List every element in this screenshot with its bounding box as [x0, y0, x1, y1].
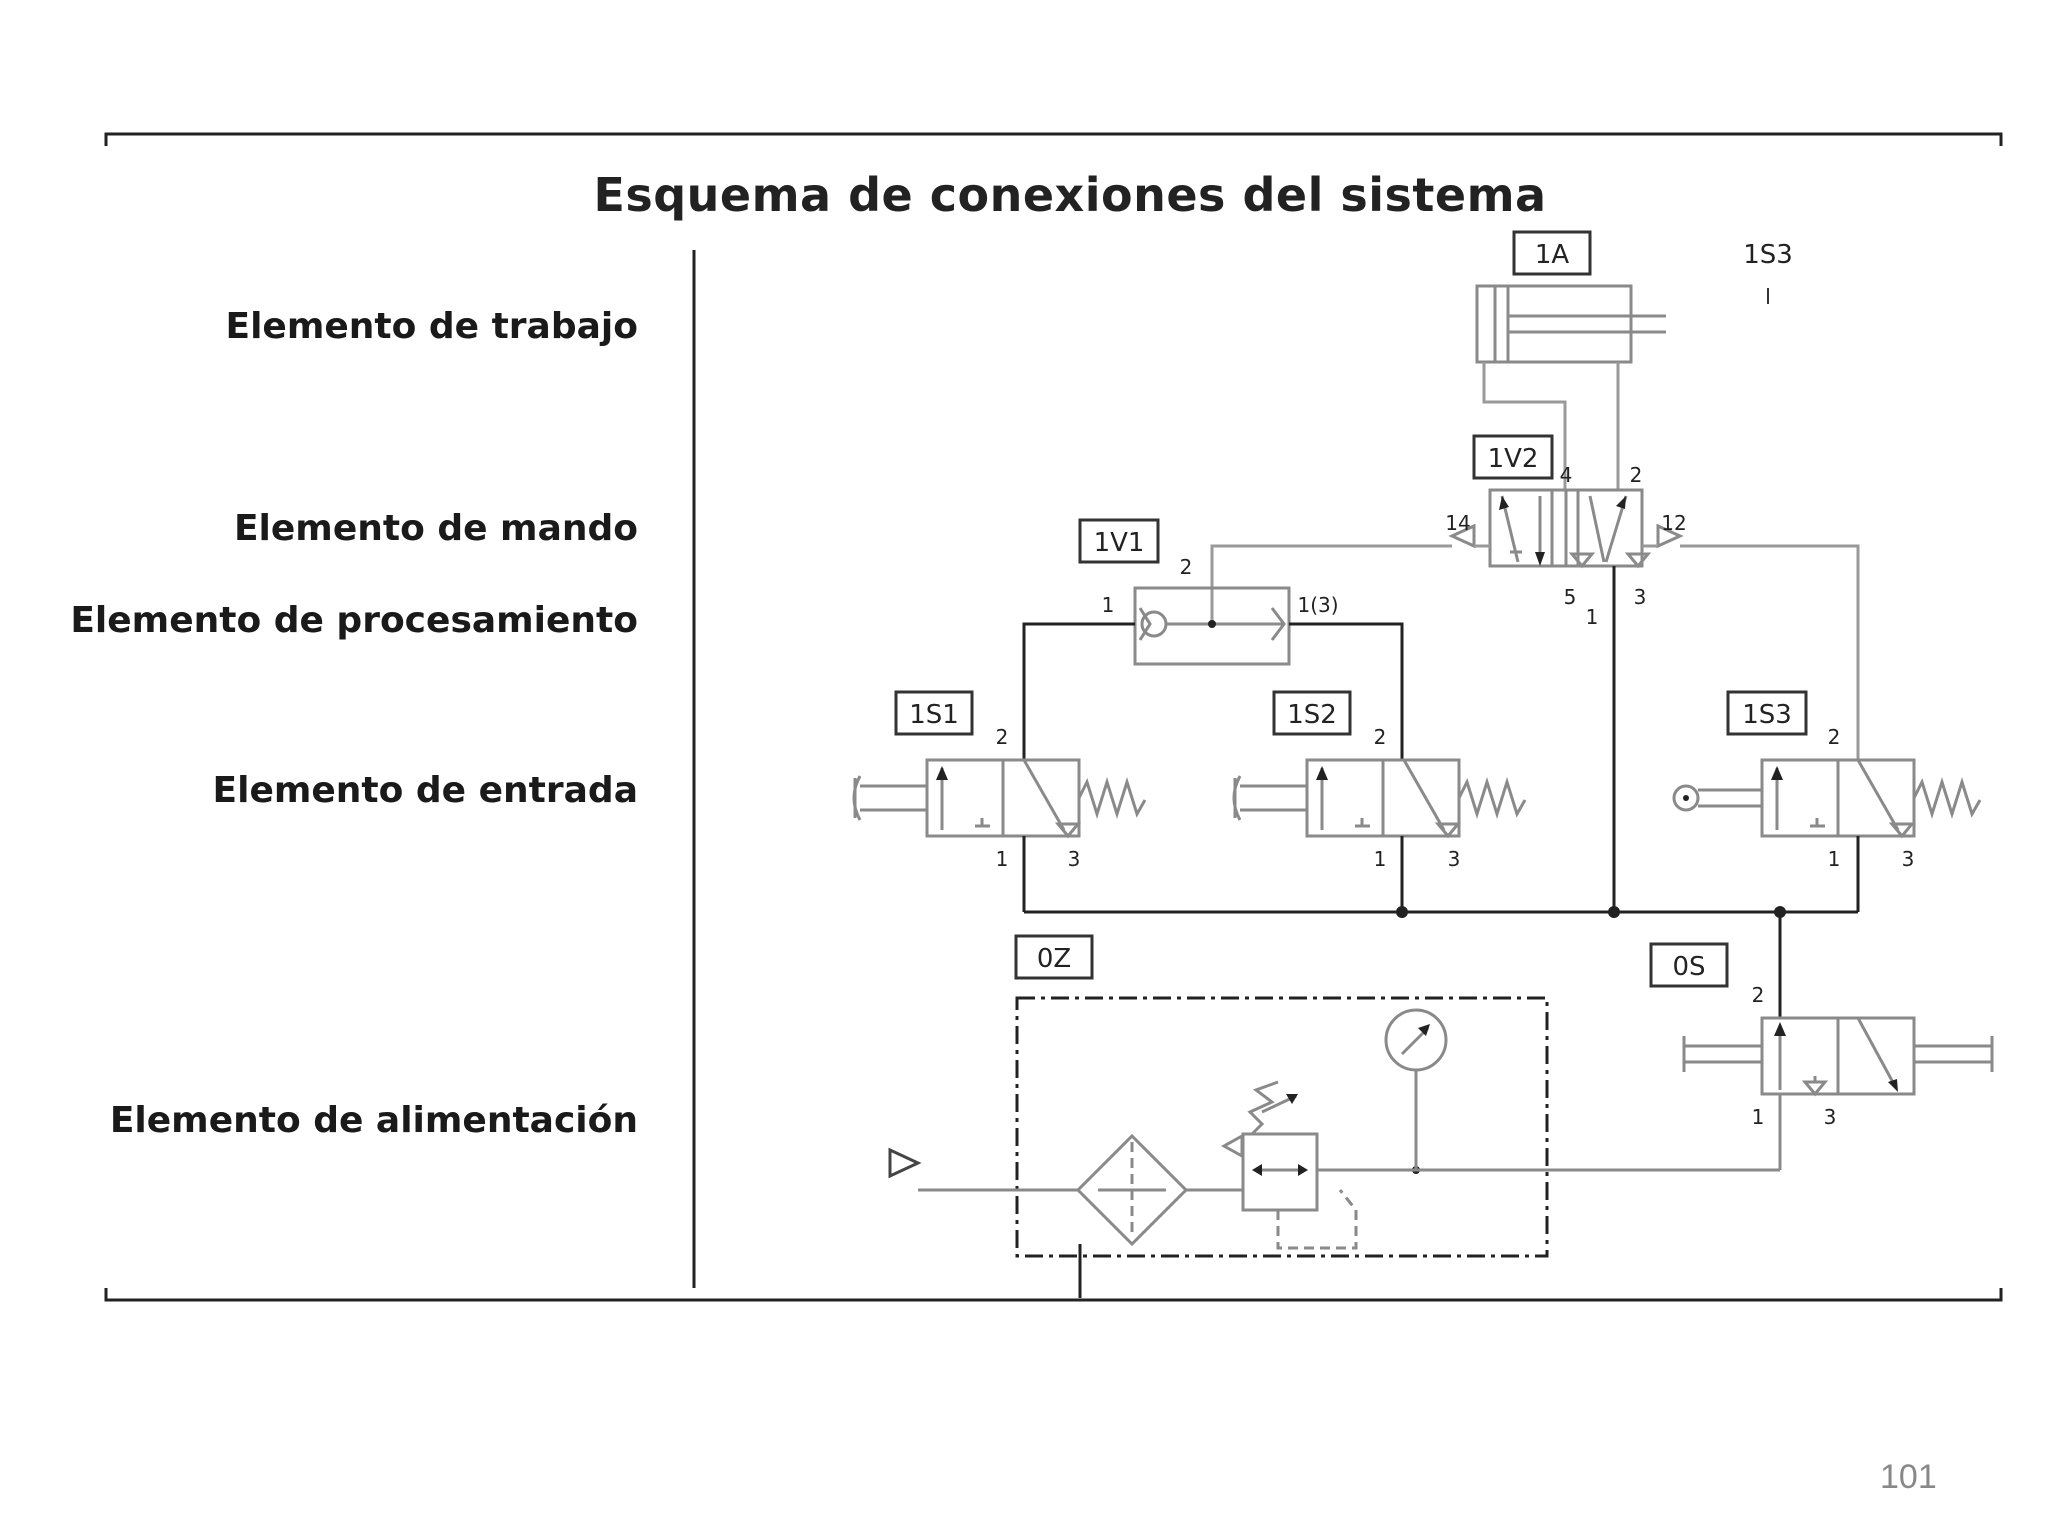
regulator-arrow-icon	[1286, 1094, 1298, 1104]
gauge-needle-icon	[1418, 1024, 1430, 1036]
label-boxes	[894, 230, 1808, 988]
port-v2-5: 5	[1564, 585, 1577, 609]
port-v2-3: 3	[1634, 585, 1647, 609]
port-s2-1: 1	[1374, 847, 1387, 871]
port-numbers: 4 2 14 12 5 1 3 2 1 1(3) 2 1 3 2 1 3 2 1…	[996, 463, 1915, 1129]
start-valve-0s	[1682, 1016, 1994, 1097]
port-v2-12: 12	[1661, 511, 1686, 535]
signal-lines	[1022, 622, 1404, 760]
port-v2-4: 4	[1560, 463, 1573, 487]
port-os-3: 3	[1824, 1105, 1837, 1129]
port-v1-2: 2	[1180, 555, 1193, 579]
valve-1v2	[1448, 488, 1684, 569]
port-s3-3: 3	[1902, 847, 1915, 871]
cylinder-lines	[1482, 362, 1620, 490]
row-label-mando: Elemento de mando	[233, 508, 638, 549]
label-cylinder: 1A	[1535, 240, 1570, 270]
input-valve-1s3	[1672, 758, 1982, 839]
label-main-valve: 1V2	[1488, 444, 1539, 474]
label-service-unit: 0Z	[1037, 944, 1071, 974]
label-or-valve: 1V1	[1094, 528, 1145, 558]
port-v2-2: 2	[1630, 463, 1643, 487]
row-label-alimentacion: Elemento de alimentación	[109, 1100, 638, 1141]
port-v1-13: 1(3)	[1297, 593, 1338, 617]
cylinder-1a	[1475, 284, 1666, 364]
port-s1-3: 3	[1068, 847, 1081, 871]
input-valve-arrowheads	[936, 766, 1783, 801]
port-s1-1: 1	[996, 847, 1009, 871]
port-v1-1: 1	[1102, 593, 1115, 617]
row-label-entrada: Elemento de entrada	[212, 770, 638, 811]
start-valve-arrowheads	[1774, 1022, 1898, 1092]
label-input-3: 1S3	[1742, 700, 1792, 730]
service-unit-boundary	[1015, 996, 1549, 1258]
port-v2-14: 14	[1445, 511, 1470, 535]
row-label-procesamiento: Elemento de procesamiento	[70, 600, 638, 641]
port-s2-2: 2	[1374, 725, 1387, 749]
input-valve-1s1	[852, 758, 1147, 839]
input-valve-1s2	[1232, 758, 1527, 839]
port-s1-2: 2	[996, 725, 1009, 749]
pilot-lines	[1210, 544, 1860, 760]
port-s2-3: 3	[1448, 847, 1461, 871]
label-limit-marker: 1S3	[1743, 240, 1793, 270]
regulator-flow-arrows	[1252, 1164, 1308, 1176]
label-texts: 1A 1S3 1V2 1V1 1S1 1S2 1S3 0Z 0S	[909, 240, 1793, 982]
or-valve-junction	[1208, 620, 1216, 628]
label-input-2: 1S2	[1287, 700, 1337, 730]
supply-manifold	[1022, 566, 1860, 1018]
port-s3-1: 1	[1828, 847, 1841, 871]
row-label-trabajo: Elemento de trabajo	[225, 306, 639, 347]
or-valve-1v1	[1133, 586, 1291, 666]
label-input-1: 1S1	[909, 700, 959, 730]
valve-1v2-arrows	[1499, 496, 1626, 566]
port-os-1: 1	[1752, 1105, 1765, 1129]
diagram-title: Esquema de conexiones del sistema	[593, 168, 1547, 222]
port-s3-2: 2	[1828, 725, 1841, 749]
page-number: 101	[1880, 1458, 1937, 1496]
label-start-valve: 0S	[1672, 952, 1705, 982]
port-v2-1: 1	[1586, 605, 1599, 629]
frame-lines	[104, 132, 2003, 1302]
port-os-2: 2	[1752, 983, 1765, 1007]
service-unit-components	[888, 1008, 1782, 1250]
